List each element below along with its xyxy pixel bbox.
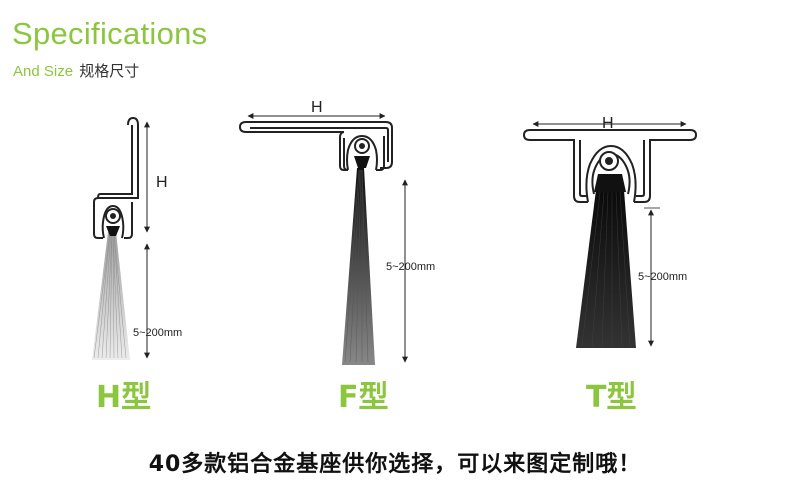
t-type-brush [576, 190, 636, 348]
subtitle-en: And Size [13, 63, 74, 80]
f-type-profile [238, 121, 393, 171]
t-type-profile [522, 129, 698, 203]
t-type-diagram: H 5~200mm [522, 115, 698, 348]
h-type-brush [92, 231, 130, 360]
f-type-range-label: 5~200mm [386, 261, 435, 273]
t-type-height-label: H [602, 115, 614, 132]
footer-note: 40多款铝合金基座供你选择，可以来图定制哦！ [148, 452, 642, 477]
subtitle-cn: 规格尺寸 [79, 62, 140, 80]
f-type-label: F型 [338, 380, 389, 415]
h-type-label: H型 [96, 380, 152, 415]
h-type-range-label: 5~200mm [133, 327, 182, 339]
f-type-diagram: H 5~200mm [238, 99, 435, 365]
h-type-diagram: H 5~200mm [92, 116, 182, 360]
page-title: Specifications [12, 16, 208, 51]
t-type-label: T型 [586, 380, 637, 415]
page-subtitle: And Size 规格尺寸 [13, 60, 139, 81]
h-type-profile [93, 116, 139, 239]
f-type-height-label: H [311, 99, 323, 116]
f-type-brush [342, 168, 375, 365]
h-type-height-label: H [156, 174, 168, 191]
t-type-range-label: 5~200mm [638, 271, 687, 283]
